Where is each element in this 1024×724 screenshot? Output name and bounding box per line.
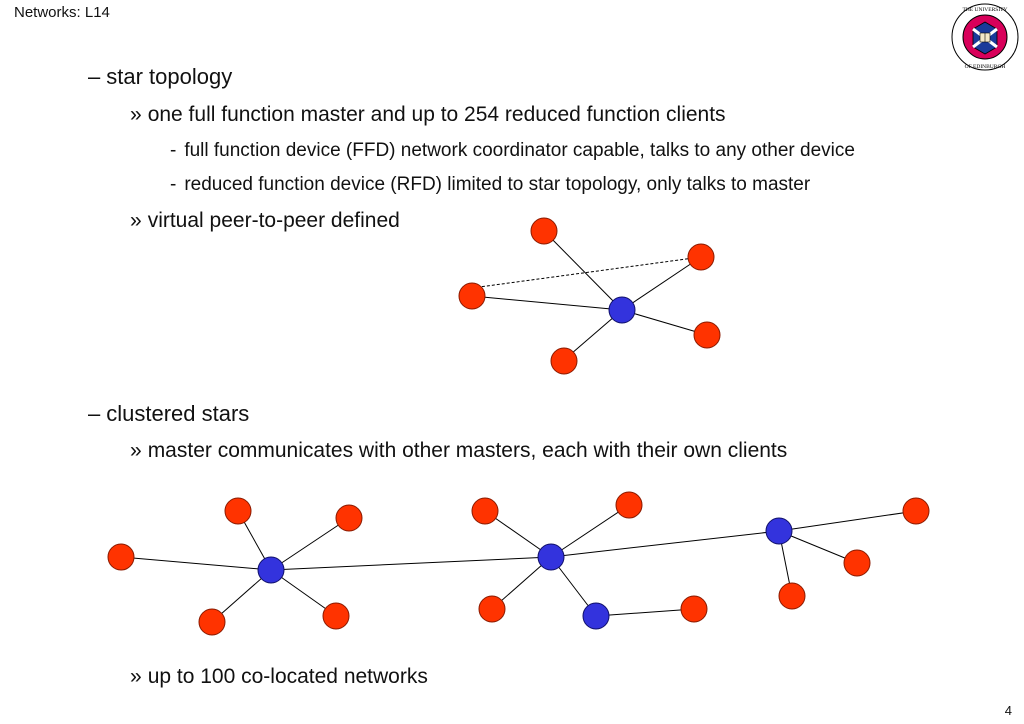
dash-marker: – (88, 401, 101, 426)
sub-bullet-virtual-p2p: »virtual peer-to-peer defined (130, 209, 400, 233)
virtual-peer-link (471, 256, 702, 289)
detail-bullet-rfd: -reduced function device (RFD) limited t… (170, 174, 810, 196)
client-node (458, 282, 486, 310)
chevron-marker: » (130, 103, 142, 126)
dash-marker: – (88, 64, 101, 89)
header-title: Networks: L14 (14, 4, 110, 21)
link (621, 309, 708, 336)
link (471, 295, 623, 311)
star-topology-diagram (458, 217, 721, 375)
client-node (198, 608, 226, 636)
chevron-marker: » (130, 209, 142, 232)
client-node (778, 582, 806, 610)
link (778, 530, 858, 564)
master-node (582, 602, 610, 630)
client-node (322, 602, 350, 630)
bullet-text: master communicates with other masters, … (147, 439, 788, 462)
client-node (335, 504, 363, 532)
client-node (687, 243, 715, 271)
section-heading-star: –star topology (88, 64, 232, 90)
link (120, 556, 272, 571)
hyphen-marker: - (170, 140, 177, 161)
master-node (257, 556, 285, 584)
sub-bullet-master-clients: »one full function master and up to 254 … (130, 103, 726, 127)
sub-bullet-co-located: »up to 100 co-located networks (130, 665, 428, 689)
master-link (270, 556, 552, 571)
client-node (843, 549, 871, 577)
client-node (530, 217, 558, 245)
sub-bullet-master-communication: »master communicates with other masters,… (130, 439, 787, 463)
svg-text:OF EDINBURGH: OF EDINBURGH (965, 64, 1006, 70)
link (621, 256, 702, 311)
bullet-text: one full function master and up to 254 r… (147, 103, 726, 126)
bullet-text: up to 100 co-located networks (147, 665, 428, 688)
chevron-marker: » (130, 439, 142, 462)
client-node (471, 497, 499, 525)
heading-text: star topology (106, 64, 233, 89)
bullet-text: reduced function device (RFD) limited to… (184, 174, 811, 195)
master-node (765, 517, 793, 545)
client-node (680, 595, 708, 623)
link (543, 230, 623, 311)
master-node (608, 296, 636, 324)
bullet-text: full function device (FFD) network coord… (184, 140, 855, 161)
client-node (550, 347, 578, 375)
link (550, 504, 630, 558)
client-node (902, 497, 930, 525)
section-heading-clustered: –clustered stars (88, 401, 249, 427)
link (595, 608, 695, 617)
link (778, 510, 917, 532)
detail-bullet-ffd: -full function device (FFD) network coor… (170, 140, 855, 162)
bullet-text: virtual peer-to-peer defined (147, 209, 400, 232)
page-number: 4 (1004, 703, 1012, 718)
master-link (550, 530, 780, 558)
client-node (107, 543, 135, 571)
clustered-stars-diagram (107, 491, 930, 636)
svg-text:THE UNIVERSITY: THE UNIVERSITY (962, 7, 1007, 13)
master-node (537, 543, 565, 571)
chevron-marker: » (130, 665, 142, 688)
link (270, 517, 350, 571)
heading-text: clustered stars (106, 401, 250, 426)
client-node (615, 491, 643, 519)
client-node (478, 595, 506, 623)
client-node (224, 497, 252, 525)
university-logo: THE UNIVERSITY OF EDINBURGH (951, 3, 1019, 71)
client-node (693, 321, 721, 349)
hyphen-marker: - (170, 174, 177, 195)
